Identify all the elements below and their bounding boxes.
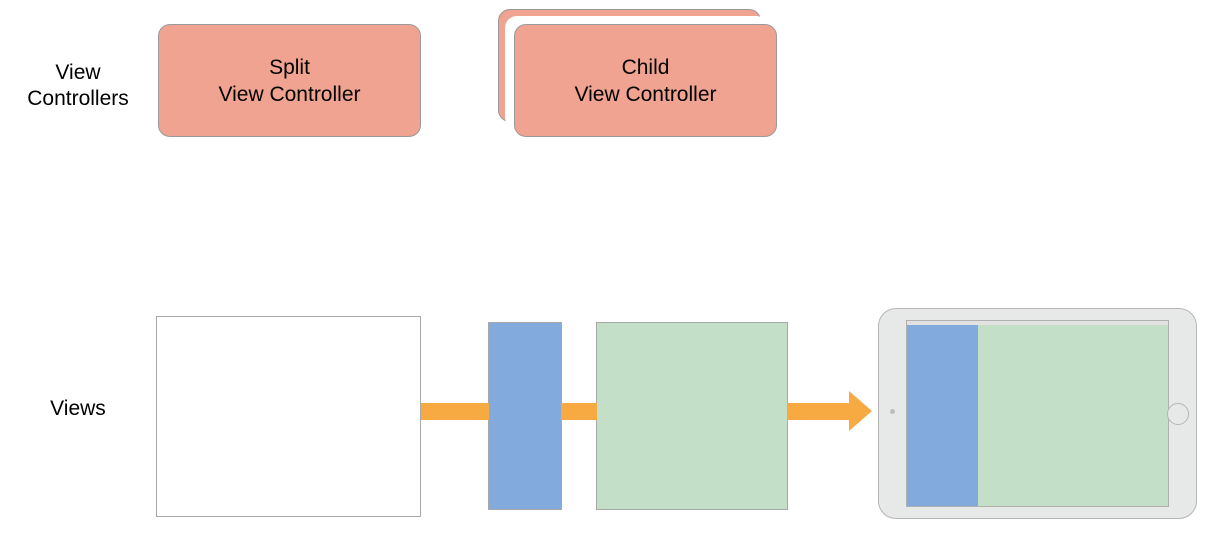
flow-arrow-segment-3	[787, 403, 851, 420]
ipad-primary-pane[interactable]	[907, 321, 978, 506]
row-label-views: Views	[50, 397, 106, 420]
ipad-secondary-pane[interactable]	[978, 321, 1168, 506]
primary-column-rect[interactable]	[488, 322, 562, 510]
ipad-camera-icon	[890, 409, 895, 414]
ipad-screen[interactable]	[906, 320, 1169, 507]
secondary-column-rect[interactable]	[596, 322, 788, 510]
ipad-device[interactable]	[878, 308, 1197, 519]
flow-arrow-segment-1	[421, 403, 489, 420]
ipad-status-bar	[907, 321, 1168, 325]
row-label-view-controllers: View Controllers	[27, 61, 129, 110]
flow-arrow-head-icon	[849, 391, 872, 431]
flow-arrow-segment-2	[561, 403, 597, 420]
child-view-controller-card-front[interactable]: Child View Controller	[514, 24, 777, 137]
ipad-home-button-icon[interactable]	[1167, 403, 1189, 425]
master-window-rect[interactable]	[156, 316, 421, 517]
child-view-controller-stack: Child View Controller	[498, 9, 788, 149]
split-view-controller-card[interactable]: Split View Controller	[158, 24, 421, 137]
